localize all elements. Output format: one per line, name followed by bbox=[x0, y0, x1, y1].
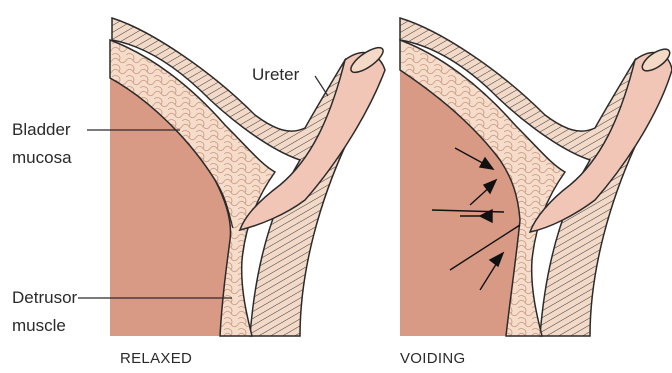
ureter-leader bbox=[315, 76, 328, 96]
voiding-caption: VOIDING bbox=[400, 350, 465, 367]
relaxed-panel bbox=[78, 18, 387, 336]
voiding-panel bbox=[400, 18, 672, 336]
detrusor-label-line2: muscle bbox=[12, 315, 66, 337]
ureter-label: Ureter bbox=[252, 64, 299, 86]
bladder-mucosa-label-line2: mucosa bbox=[12, 147, 72, 169]
relaxed-caption: RELAXED bbox=[120, 350, 192, 367]
detrusor-label-line1: Detrusor bbox=[12, 287, 77, 309]
bladder-mucosa-label-line1: Bladder bbox=[12, 119, 71, 141]
